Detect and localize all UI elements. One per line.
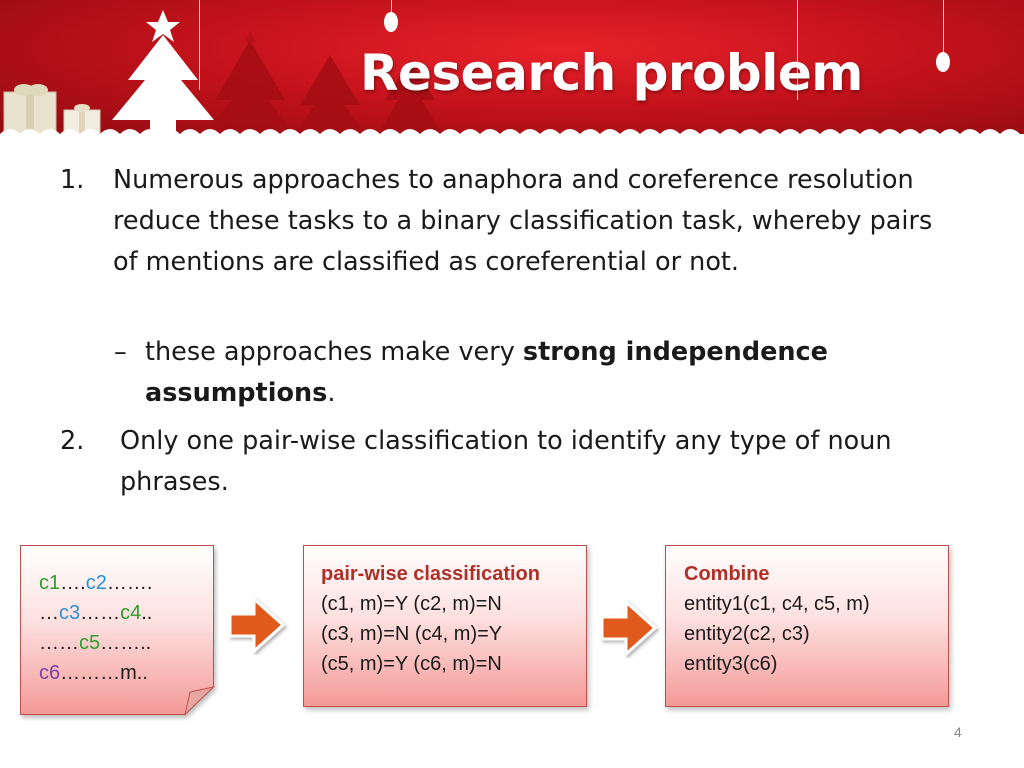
mention-c1: c1: [39, 572, 61, 594]
folded-note-shape: [20, 545, 216, 717]
sequence-gap: ………m..: [60, 662, 148, 684]
pairwise-line: (c3, m)=N (c4, m)=Y: [321, 623, 503, 645]
mention-c4: c4: [120, 602, 142, 624]
sub-point-dash: –: [114, 337, 127, 367]
sequence-gap: ….: [60, 572, 86, 594]
mention-c3: c3: [59, 602, 81, 624]
point-1-number: 1.: [60, 165, 85, 195]
hanging-string: [943, 0, 944, 54]
page-number: 4: [954, 724, 962, 740]
sub-point-text-before: these approaches make very: [145, 337, 523, 367]
point-2-text: Only one pair-wise classification to ide…: [120, 426, 892, 497]
pairwise-line: (c1, m)=Y (c2, m)=N: [321, 593, 502, 615]
point-1-text: Numerous approaches to anaphora and core…: [113, 165, 933, 277]
slide-title: Research problem: [360, 44, 863, 102]
point-2-number: 2.: [60, 426, 85, 456]
hanging-string: [391, 0, 392, 14]
right-arrow-icon: [600, 598, 658, 658]
sub-point-bold-text: strong independence assumptions: [145, 337, 828, 408]
right-arrow-icon: [228, 595, 286, 655]
ornament-bulb-icon: [936, 52, 950, 72]
hanging-string: [797, 0, 798, 100]
mention-sequence-box: c1….c2……. …c3……c4.. ……c5…….. c6………m..: [20, 545, 216, 717]
sequence-line-4: c6………m..: [39, 658, 152, 688]
entity-line: entity3(c6): [684, 653, 778, 675]
pairwise-classification-box: pair-wise classification (c1, m)=Y (c2, …: [303, 545, 587, 707]
sequence-gap: ……: [39, 632, 79, 654]
pairwise-heading: pair-wise classification: [321, 563, 540, 585]
sequence-gap: ..: [141, 602, 153, 624]
header-banner: Research problem: [0, 0, 1024, 140]
mention-c5: c5: [79, 632, 101, 654]
ornament-bulb-icon: [384, 12, 398, 32]
sequence-gap: …….: [106, 572, 153, 594]
sequence-gap: ……: [80, 602, 121, 624]
entity-line: entity2(c2, c3): [684, 623, 810, 645]
mention-c2: c2: [85, 572, 107, 594]
sequence-line-2: …c3……c4..: [39, 598, 152, 628]
combine-heading: Combine: [684, 563, 770, 585]
sequence-gap: ……..: [100, 632, 152, 654]
combine-box: Combine entity1(c1, c4, c5, m) entity2(c…: [665, 545, 949, 707]
sub-point-text-after: .: [327, 378, 336, 408]
pairwise-line: (c5, m)=Y (c6, m)=N: [321, 653, 502, 675]
sequence-line-3: ……c5……..: [39, 628, 152, 658]
entity-line: entity1(c1, c4, c5, m): [684, 593, 870, 615]
scalloped-edge: [0, 129, 1024, 140]
sub-point-text: these approaches make very strong indepe…: [145, 332, 905, 414]
hanging-string: [199, 0, 200, 90]
sequence-line-1: c1….c2…….: [39, 568, 152, 598]
sequence-gap: …: [39, 602, 59, 624]
mention-c6: c6: [39, 662, 61, 684]
